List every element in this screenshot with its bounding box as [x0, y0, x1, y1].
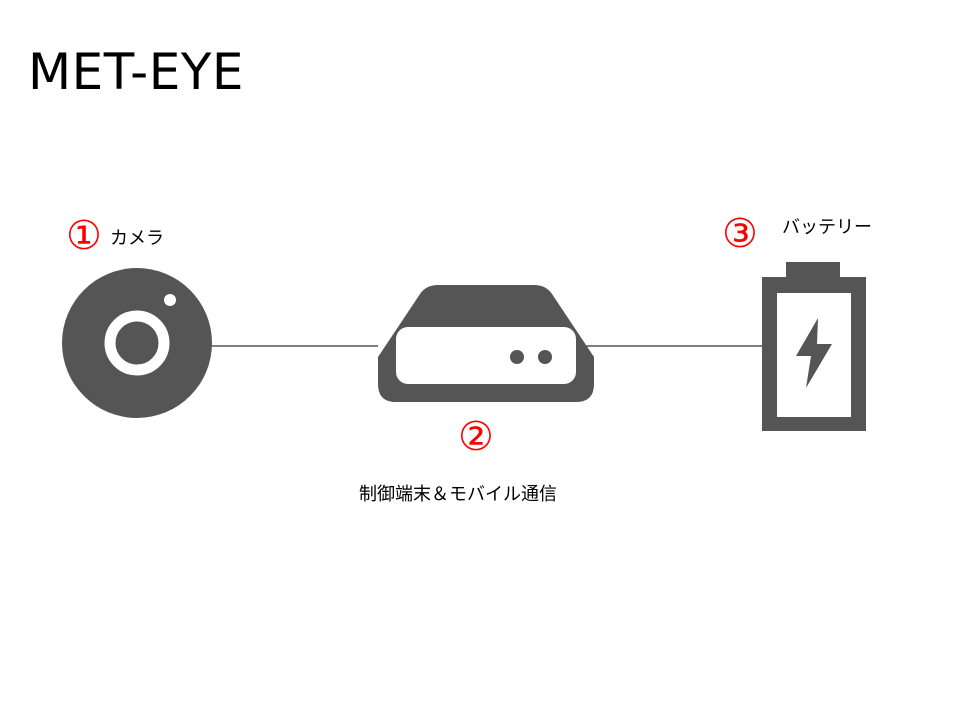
slide-title: MET-EYE: [28, 43, 244, 101]
battery-icon: [762, 262, 866, 431]
battery-label: バッテリー: [782, 217, 872, 238]
controller-number: ②: [458, 414, 494, 460]
battery-number: ③: [722, 211, 758, 257]
camera-number: ①: [66, 213, 102, 259]
camera-icon: [62, 268, 212, 418]
router-icon: [378, 285, 594, 402]
controller-label: 制御端末＆モバイル通信: [359, 484, 557, 505]
camera-label: カメラ: [110, 228, 164, 249]
